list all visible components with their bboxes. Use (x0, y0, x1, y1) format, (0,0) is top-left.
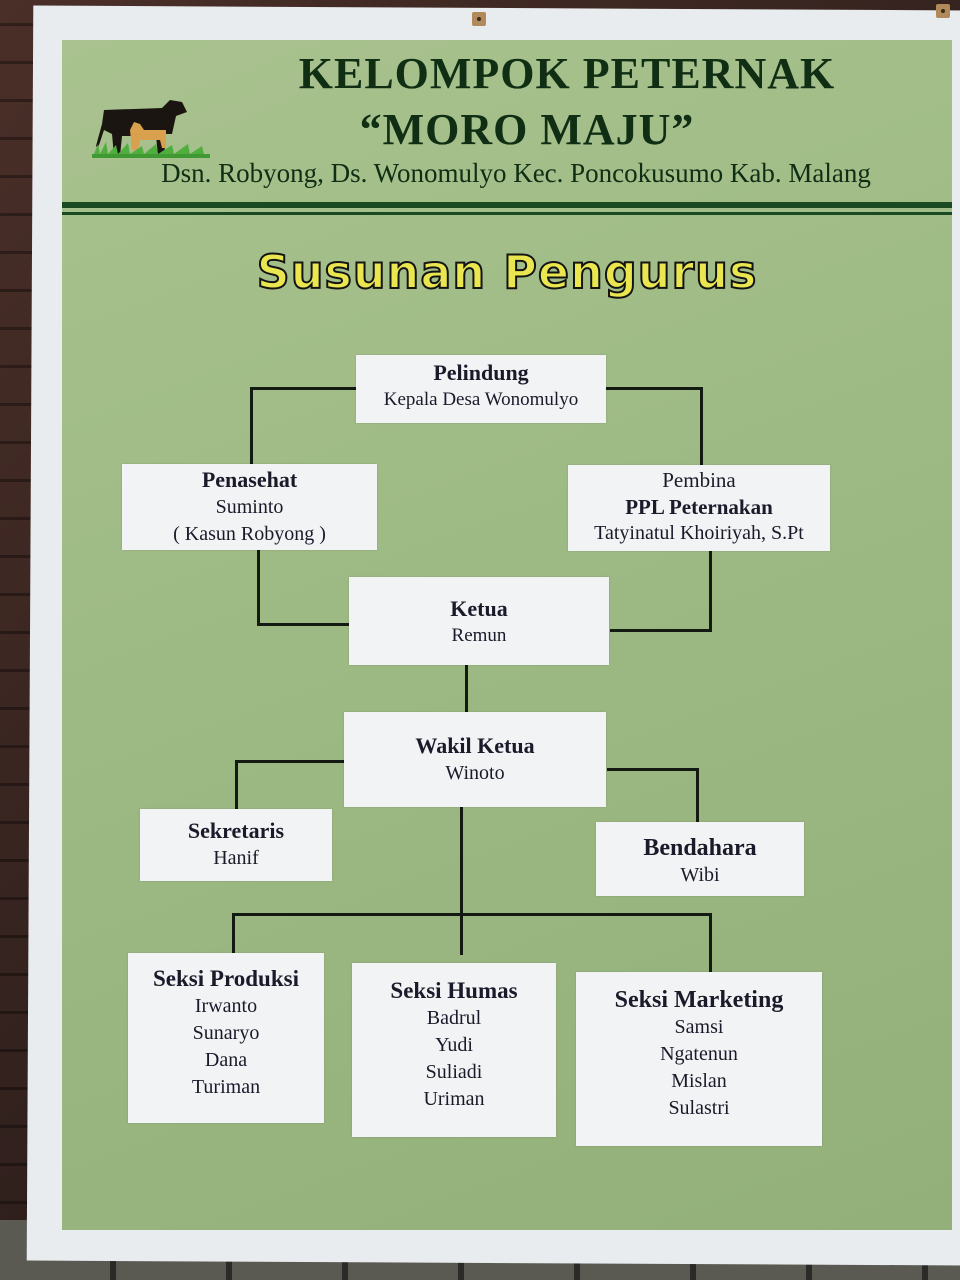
connector-line (232, 913, 712, 916)
org-box-wakil-ketua: Wakil Ketua Winoto (344, 712, 606, 807)
org-box-ketua: Ketua Remun (349, 577, 609, 665)
connector-line (250, 387, 358, 390)
member-name: Winoto (445, 762, 505, 784)
role-label: Ketua (450, 596, 508, 621)
header-address: Dsn. Robyong, Ds. Wonomulyo Kec. Poncoku… (161, 158, 871, 188)
header-divider-thin (62, 212, 952, 215)
connector-line (605, 387, 703, 390)
member-name: Wibi (680, 864, 720, 886)
connector-line (235, 760, 238, 810)
connector-line (257, 548, 260, 626)
org-box-pembina: Pembina PPL Peternakan Tatyinatul Khoiri… (568, 465, 830, 551)
org-box-seksi-humas: Seksi Humas Badrul Yudi Suliadi Uriman (352, 963, 556, 1137)
org-box-penasehat: Penasehat Suminto ( Kasun Robyong ) (122, 464, 377, 550)
connector-line (257, 623, 349, 626)
connector-line (709, 550, 712, 632)
member-name: Sunaryo (192, 1022, 260, 1044)
member-name: Hanif (213, 847, 259, 869)
cow-and-calf-logo-icon (92, 100, 210, 158)
member-name: Yudi (435, 1034, 473, 1056)
header-divider (62, 202, 952, 208)
banner: KELOMPOK PETERNAK “MORO MAJU” Dsn. Robyo… (62, 40, 952, 1230)
member-name: Tatyinatul Khoiriyah, S.Pt (594, 522, 804, 544)
connector-line (460, 805, 463, 955)
role-label: Pelindung (433, 360, 529, 385)
org-box-sekretaris: Sekretaris Hanif (140, 809, 332, 881)
org-box-pelindung: Pelindung Kepala Desa Wonomulyo (356, 355, 606, 423)
pin-icon (936, 4, 950, 18)
member-name: Turiman (191, 1076, 261, 1098)
connector-line (610, 629, 712, 632)
role-label: Seksi Produksi (153, 966, 299, 991)
member-name: Kepala Desa Wonomulyo (383, 389, 579, 410)
header-title-line2: “MORO MAJU” (359, 105, 695, 154)
member-name: Uriman (423, 1088, 485, 1110)
connector-line (232, 913, 235, 953)
member-name: Suminto (215, 496, 284, 518)
role-label: Seksi Humas (390, 978, 518, 1003)
org-box-seksi-marketing: Seksi Marketing Samsi Ngatenun Mislan Su… (576, 972, 822, 1146)
member-name: Suliadi (425, 1061, 483, 1083)
role-label: Penasehat (201, 467, 298, 492)
member-name: Sulastri (668, 1097, 730, 1119)
connector-line (607, 768, 699, 771)
role-label: Pembina (662, 468, 736, 492)
connector-line (700, 387, 703, 467)
member-name: Badrul (426, 1007, 482, 1029)
role-label: Sekretaris (187, 818, 285, 843)
member-name: Irwanto (194, 995, 258, 1017)
member-name: Samsi (674, 1016, 724, 1038)
connector-line (696, 768, 699, 823)
member-name: Remun (451, 625, 507, 646)
chart-title: Susunan Pengurus (256, 244, 758, 300)
role-label: Seksi Marketing (614, 987, 784, 1013)
member-name: ( Kasun Robyong ) (173, 523, 326, 545)
member-name: Ngatenun (660, 1043, 738, 1065)
member-name: PPL Peternakan (625, 495, 773, 519)
connector-line (465, 665, 468, 715)
role-label: Wakil Ketua (415, 733, 535, 758)
member-name: Dana (204, 1049, 248, 1071)
connector-line (250, 387, 253, 467)
org-box-bendahara: Bendahara Wibi (596, 822, 804, 896)
pin-icon (472, 12, 486, 26)
org-box-seksi-produksi: Seksi Produksi Irwanto Sunaryo Dana Turi… (128, 953, 324, 1123)
connector-line (709, 916, 712, 974)
role-label: Bendahara (643, 835, 757, 861)
connector-line (235, 760, 345, 763)
member-name: Mislan (671, 1070, 727, 1092)
header-title-line1: KELOMPOK PETERNAK (298, 49, 836, 98)
